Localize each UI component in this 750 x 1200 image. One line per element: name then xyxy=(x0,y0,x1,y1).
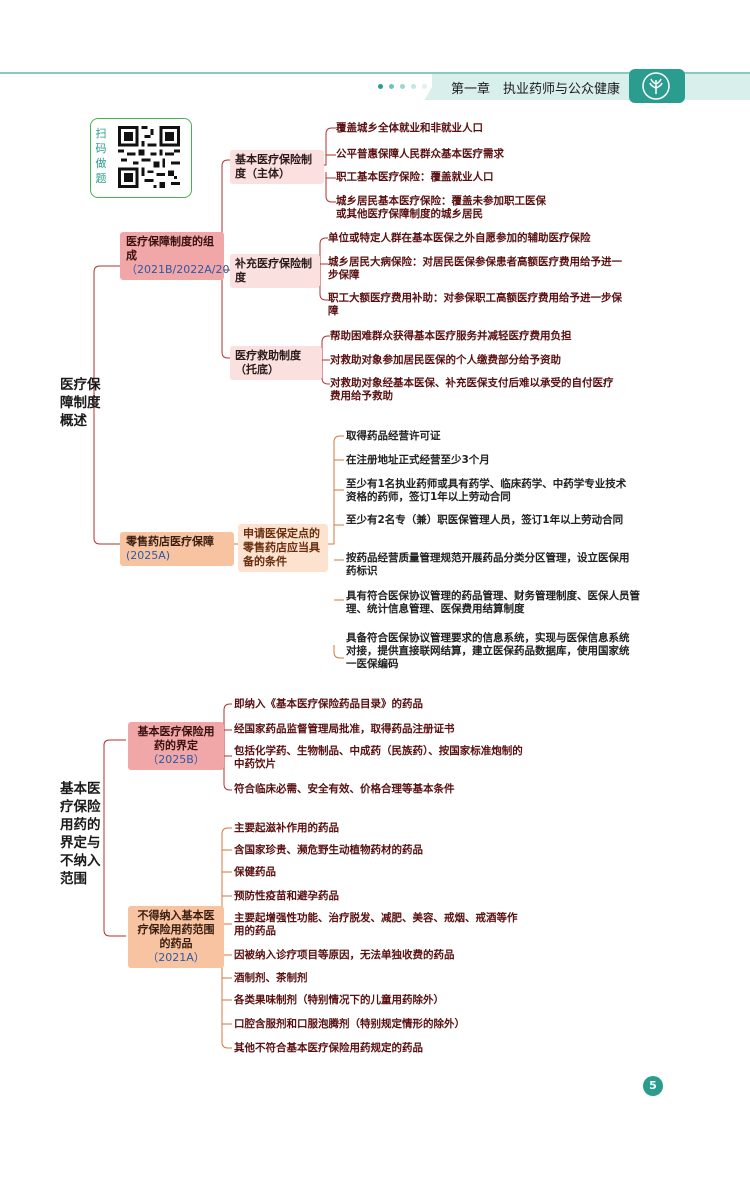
leaf-item: 城乡居民基本医疗保险：覆盖未参加职工医保或其他医疗保障制度的城乡居民 xyxy=(336,195,546,220)
group-insurance-composition: 医疗保障制度的组成 （2021B/2022A/2024X/2025B） xyxy=(120,232,301,280)
exam-code: （2025B） xyxy=(147,753,205,766)
leaf-item: 单位或特定人群在基本医保之外自愿参加的辅助医疗保险 xyxy=(328,232,591,244)
group-retail-pharmacy: 零售药店医疗保障 (2025A) xyxy=(120,532,234,566)
group-title: 基本医疗保险用药的界定 xyxy=(137,725,215,752)
exam-code: (2025A) xyxy=(126,549,171,562)
leaf-item: 覆盖城乡全体就业和非就业人口 xyxy=(336,122,483,134)
leaf-item: 对救助对象参加居民医保的个人缴费部分给予资助 xyxy=(330,354,561,366)
chapter-logo xyxy=(629,69,685,103)
sub-supplementary-insurance: 补充医疗保险制度 xyxy=(230,254,320,288)
leaf-item: 主要起滋补作用的药品 xyxy=(234,822,339,834)
leaf-logo-icon xyxy=(642,72,670,100)
leaf-item: 公平普惠保障人民群众基本医疗需求 xyxy=(336,148,504,160)
leaf-item: 至少有1名执业药师或具有药学、临床药学、中药学专业技术资格的药师，签订1年以上劳… xyxy=(346,478,627,503)
page-number: 5 xyxy=(643,1076,663,1096)
sub-medical-aid: 医疗救助制度（托底） xyxy=(230,346,322,380)
leaf-item: 包括化学药、生物制品、中成药（民族药）、按国家标准炮制的中药饮片 xyxy=(234,745,523,770)
leaf-item: 经国家药品监督管理局批准，取得药品注册证书 xyxy=(234,723,455,735)
leaf-item: 城乡居民大病保险：对居民医保参保患者高额医疗费用给予进一步保障 xyxy=(328,256,622,281)
group-excluded-drugs: 不得纳入基本医疗保险用药范围的药品 （2021A） xyxy=(128,906,224,968)
leaf-item: 取得药品经营许可证 xyxy=(346,430,441,442)
leaf-item: 在注册地址正式经营至少3个月 xyxy=(346,454,490,466)
qr-code-icon[interactable] xyxy=(118,126,180,188)
dot-icon xyxy=(411,84,416,89)
leaf-item: 酒制剂、茶制剂 xyxy=(234,972,308,984)
leaf-item: 至少有2名专（兼）职医保管理人员，签订1年以上劳动合同 xyxy=(346,514,624,526)
leaf-item: 因被纳入诊疗项目等原因，无法单独收费的药品 xyxy=(234,949,455,961)
header-dots xyxy=(378,84,427,89)
header-bar xyxy=(432,74,750,100)
leaf-item: 符合临床必需、安全有效、价格合理等基本条件 xyxy=(234,783,455,795)
leaf-item: 具有符合医保协议管理的药品管理、财务管理制度、医保人员管理、统计信息管理、医保费… xyxy=(346,590,640,615)
exam-code: （2021A） xyxy=(147,951,205,964)
qr-label: 扫码做题 xyxy=(95,127,107,185)
leaf-item: 保健药品 xyxy=(234,866,276,878)
leaf-item: 帮助困难群众获得基本医疗服务并减轻医疗费用负担 xyxy=(330,330,572,342)
leaf-item: 即纳入《基本医疗保险药品目录》的药品 xyxy=(234,698,423,710)
leaf-item: 预防性疫苗和避孕药品 xyxy=(234,890,339,902)
dot-icon xyxy=(400,84,405,89)
sub-basic-insurance: 基本医疗保险制度（主体） xyxy=(230,150,324,184)
leaf-item: 其他不符合基本医疗保险用药规定的药品 xyxy=(234,1042,423,1054)
chapter-title: 第一章 执业药师与公众健康 xyxy=(451,82,621,97)
leaf-item: 职工大额医疗费用补助：对参保职工高额医疗费用给予进一步保障 xyxy=(328,292,622,317)
leaf-item: 对救助对象经基本医保、补充医保支付后难以承受的自付医疗费用给予救助 xyxy=(330,377,614,402)
leaf-item: 口腔含服剂和口服泡腾剂（特别规定情形的除外） xyxy=(234,1018,465,1030)
group-title: 零售药店医疗保障 xyxy=(126,535,214,548)
group-title: 医疗保障制度的组成 xyxy=(126,235,214,262)
section2-root: 基本医疗保险用药的界定与不纳入范围 xyxy=(60,781,101,887)
dot-icon xyxy=(378,84,383,89)
dot-icon xyxy=(389,84,394,89)
leaf-item: 按药品经营质量管理规范开展药品分类分区管理，设立医保用药标识 xyxy=(346,552,630,577)
leaf-item: 具备符合医保协议管理要求的信息系统，实现与医保信息系统对接，提供直接联网结算，建… xyxy=(346,632,630,670)
leaf-item: 各类果味制剂（特别情况下的儿童用药除外） xyxy=(234,994,444,1006)
group-basic-drug-definition: 基本医疗保险用药的界定 （2025B） xyxy=(128,722,224,770)
leaf-item: 含国家珍贵、濒危野生动植物药材的药品 xyxy=(234,844,423,856)
dot-icon xyxy=(422,84,427,89)
sub-pharmacy-conditions: 申请医保定点的零售药店应当具备的条件 xyxy=(238,524,328,572)
leaf-item: 主要起增强性功能、治疗脱发、减肥、美容、戒烟、戒酒等作用的药品 xyxy=(234,912,518,937)
header-rule xyxy=(0,72,750,74)
group-title: 不得纳入基本医疗保险用药范围的药品 xyxy=(137,909,215,950)
leaf-item: 职工基本医疗保险：覆盖就业人口 xyxy=(336,171,494,183)
section1-root: 医疗保障制度概述 xyxy=(60,377,101,429)
